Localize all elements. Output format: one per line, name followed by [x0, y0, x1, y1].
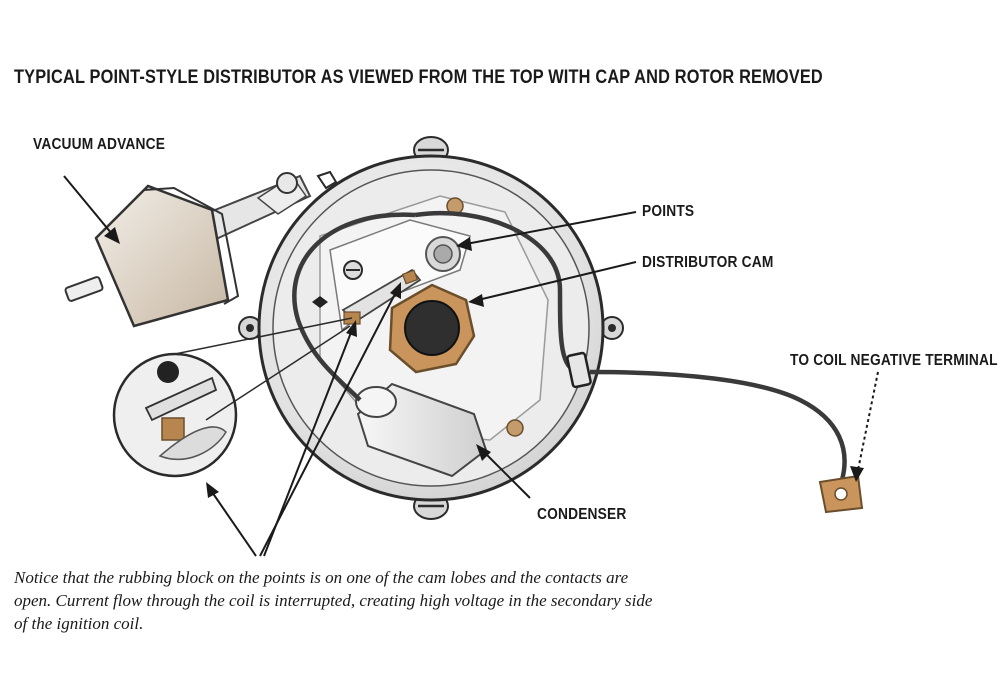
- points-closeup-inset: [112, 317, 353, 478]
- points-label: POINTS: [642, 203, 695, 220]
- distributor-cam-label: DISTRIBUTOR CAM: [642, 254, 774, 271]
- condenser: [355, 382, 488, 478]
- vacuum-advance-unit: [64, 172, 312, 328]
- diagram-title: TYPICAL POINT-STYLE DISTRIBUTOR AS VIEWE…: [14, 67, 823, 88]
- condenser-label: CONDENSER: [537, 506, 627, 523]
- primary-wire: [292, 210, 864, 514]
- coil-negative-label: TO COIL NEGATIVE TERMINAL: [790, 352, 998, 369]
- distributor-cam: [388, 283, 476, 374]
- leader-arrows: [63, 175, 879, 557]
- vacuum-advance-label: VACUUM ADVANCE: [33, 136, 166, 153]
- caption-note: Notice that the rubbing block on the poi…: [14, 568, 653, 633]
